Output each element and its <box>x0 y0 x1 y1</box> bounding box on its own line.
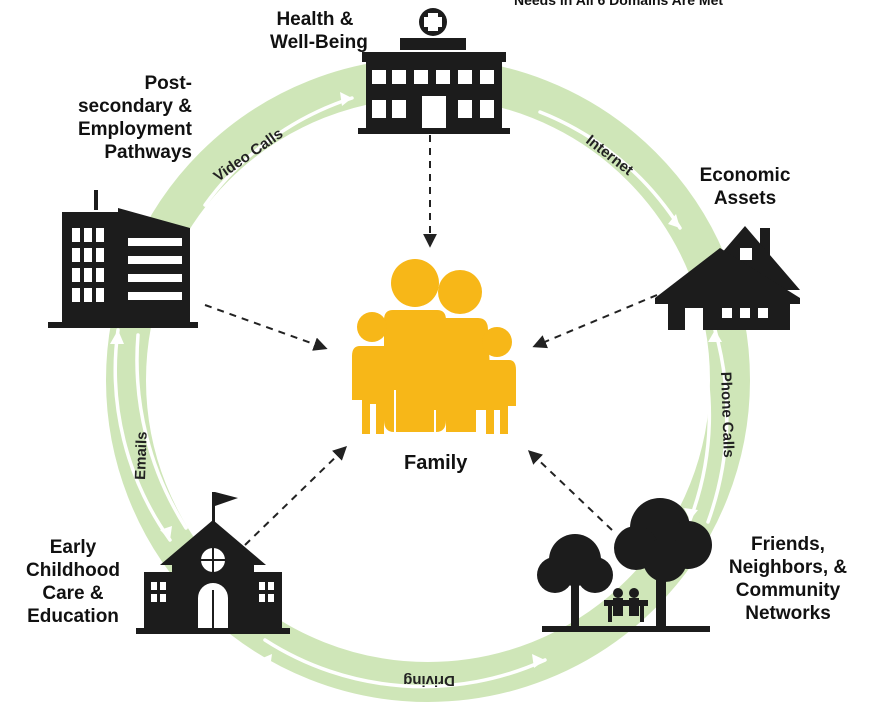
label-early-line4: Education <box>27 606 119 627</box>
label-health: Health & Well-Being <box>270 8 368 54</box>
label-early-line3: Care & <box>42 583 104 604</box>
hospital-icon <box>358 8 510 134</box>
label-health-line1: Health & <box>276 9 354 30</box>
label-friends-line2: Neighbors, & <box>728 557 848 578</box>
label-economic: Economic Assets <box>690 164 800 210</box>
label-early-line1: Early <box>49 537 97 558</box>
ring-arrows <box>113 96 729 710</box>
label-friends-line1: Friends, <box>751 534 825 555</box>
family-icon <box>352 259 516 434</box>
school-icon <box>136 492 290 634</box>
label-postsecondary-line2: secondary & <box>77 96 192 117</box>
park-trees-icon <box>537 498 712 632</box>
link-driving: Driving <box>403 672 455 689</box>
label-early-line2: Childhood <box>26 560 120 581</box>
link-phone-calls: Phone Calls <box>717 372 737 458</box>
label-early: Early Childhood Care & Education <box>14 536 132 628</box>
family-label: Family <box>404 452 468 474</box>
dashed-arrows <box>204 135 658 546</box>
top-banner-text: Needs in All 6 Domains Are Met <box>514 0 724 8</box>
label-friends-line4: Networks <box>745 603 831 624</box>
label-friends-line3: Community <box>735 580 841 601</box>
ring-arrowheads <box>110 92 722 668</box>
office-building-icon <box>48 190 198 328</box>
label-postsecondary: Post- secondary & Employment Pathways <box>40 72 192 164</box>
label-postsecondary-line1: Post- <box>144 73 193 94</box>
label-postsecondary-line3: Employment <box>77 119 192 140</box>
label-economic-line1: Economic <box>699 165 791 186</box>
label-economic-line2: Assets <box>713 188 777 209</box>
label-friends: Friends, Neighbors, & Community Networks <box>718 533 858 625</box>
link-emails: Emails <box>132 431 151 480</box>
house-icon <box>655 226 800 330</box>
label-postsecondary-line4: Pathways <box>104 142 192 163</box>
label-health-line2: Well-Being <box>270 32 368 53</box>
